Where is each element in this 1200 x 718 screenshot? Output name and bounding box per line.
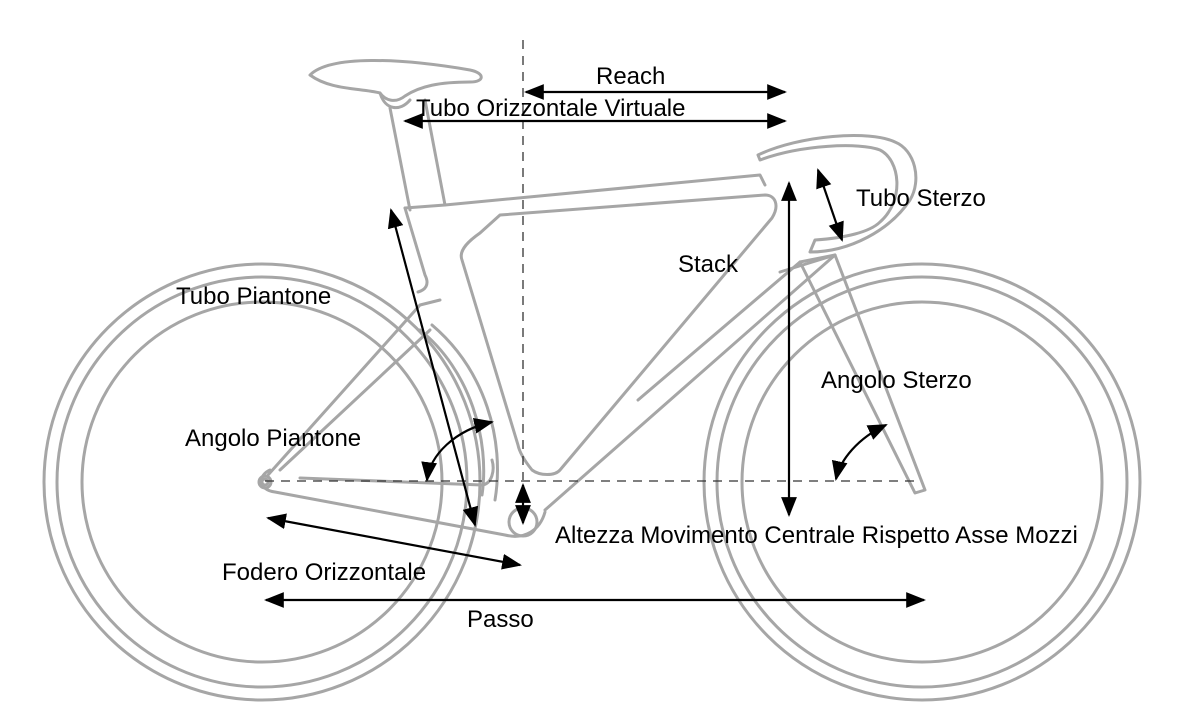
chainstay-label: Fodero Orizzontale	[222, 559, 426, 586]
seat-angle-arc	[421, 418, 494, 482]
head-angle-label: Angolo Sterzo	[821, 367, 972, 394]
wheelbase-label: Passo	[467, 606, 534, 633]
head-tube-arrow	[816, 168, 844, 242]
frame	[257, 173, 927, 538]
front-wheel	[702, 262, 1142, 702]
seat-angle-label: Angolo Piantone	[185, 425, 361, 452]
seat-tube-label: Tubo Piantone	[176, 283, 331, 310]
chainstay-arrow	[266, 513, 522, 570]
stack-label: Stack	[678, 251, 739, 278]
handlebar	[756, 134, 918, 254]
head-angle-arc	[831, 424, 888, 481]
saddle	[308, 59, 483, 110]
head-tube-label: Tubo Sterzo	[856, 185, 986, 212]
virtual-top-tube-label: Tubo Orizzontale Virtuale	[416, 95, 685, 122]
reach-label: Reach	[596, 63, 665, 90]
bb-drop-label: Altezza Movimento Centrale Rispetto Asse…	[555, 522, 1078, 549]
